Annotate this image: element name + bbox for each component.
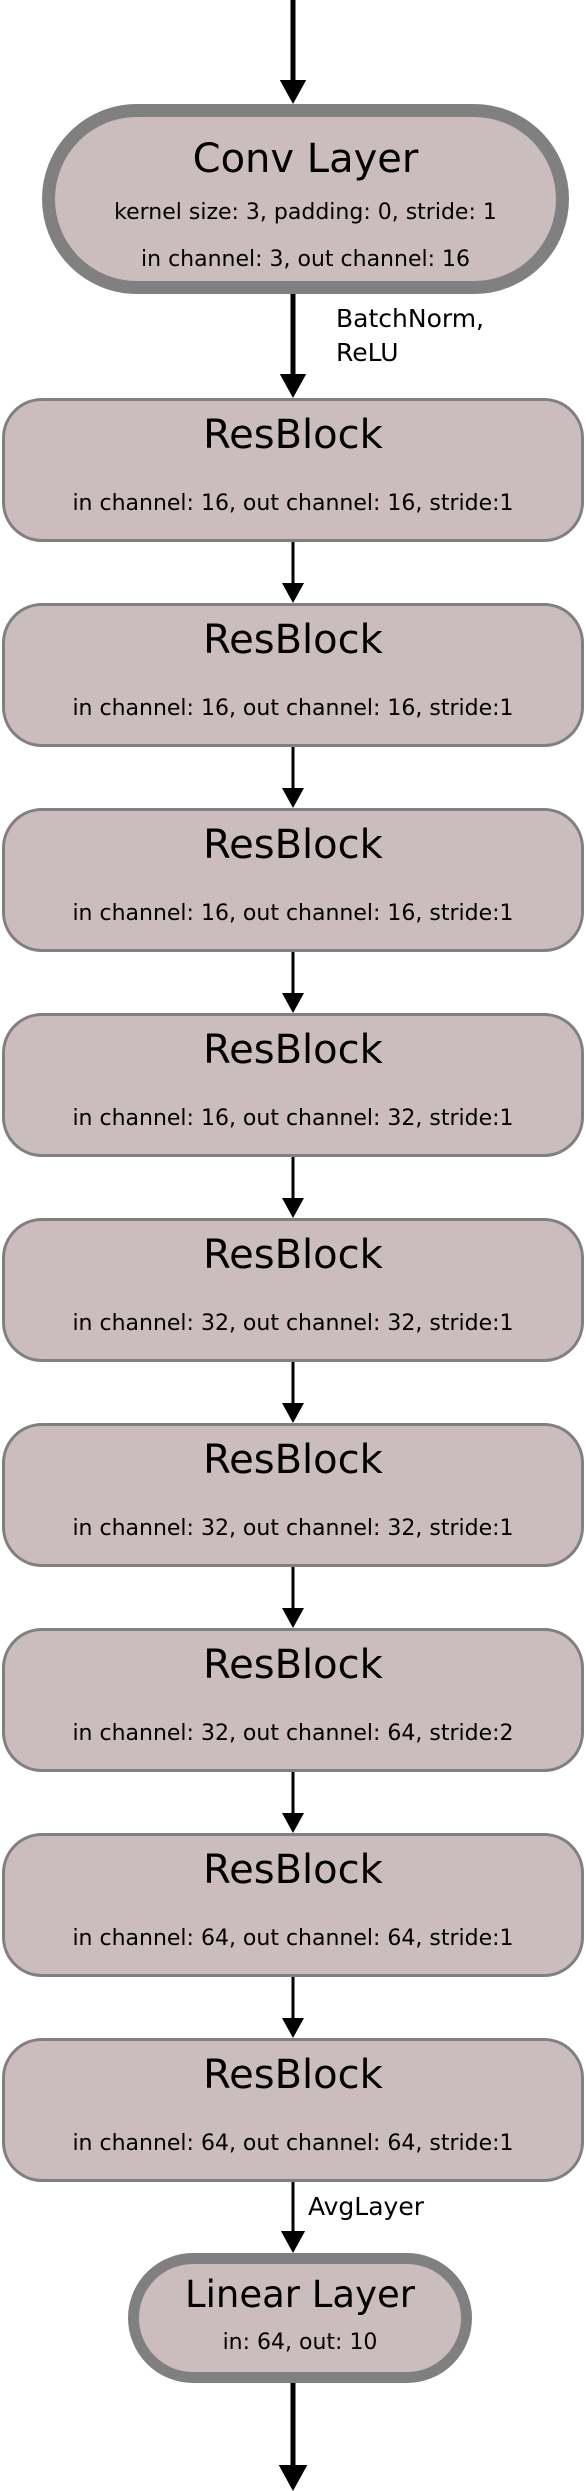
conv-layer-node: Conv Layer kernel size: 3, padding: 0, s…: [42, 104, 569, 294]
resblock-node-1: ResBlock in channel: 16, out channel: 16…: [2, 398, 584, 542]
resblock-node-2: ResBlock in channel: 16, out channel: 16…: [2, 603, 584, 747]
arrow-resblock-3-to-4-head: [282, 993, 304, 1013]
resblock-node-6: ResBlock in channel: 32, out channel: 32…: [2, 1423, 584, 1567]
resblock-node-8: ResBlock in channel: 64, out channel: 64…: [2, 1833, 584, 1977]
resblock-node-4: ResBlock in channel: 16, out channel: 32…: [2, 1013, 584, 1157]
resblock-detail: in channel: 16, out channel: 16, stride:…: [72, 696, 514, 721]
conv-layer-channel-detail: in channel: 3, out channel: 16: [141, 247, 470, 272]
resblock-detail: in channel: 16, out channel: 16, stride:…: [72, 901, 514, 926]
resblock-title: ResBlock: [203, 1027, 383, 1073]
resblock-detail: in channel: 16, out channel: 16, stride:…: [72, 491, 514, 516]
arrow-resblock-5-to-6-head: [282, 1403, 304, 1423]
arrow-into-conv-layer-head: [279, 80, 307, 104]
resblock-detail: in channel: 32, out channel: 64, stride:…: [72, 1721, 514, 1746]
conv-layer-title: Conv Layer: [192, 136, 419, 182]
resblock-detail: in channel: 16, out channel: 32, stride:…: [72, 1106, 514, 1131]
conv-layer-kernel-detail: kernel size: 3, padding: 0, stride: 1: [114, 200, 497, 225]
arrow-group: [278, 0, 308, 2491]
resblock-node-3: ResBlock in channel: 16, out channel: 16…: [2, 808, 584, 952]
linear-layer-node: Linear Layer in: 64, out: 10: [128, 2253, 472, 2383]
arrow-resblock-4-to-5-head: [282, 1198, 304, 1218]
arrow-out-of-linear-layer-head: [278, 2465, 308, 2491]
resblock-node-5: ResBlock in channel: 32, out channel: 32…: [2, 1218, 584, 1362]
resblock-node-9: ResBlock in channel: 64, out channel: 64…: [2, 2038, 584, 2182]
resblock-detail: in channel: 32, out channel: 32, stride:…: [72, 1516, 514, 1541]
resblock-title: ResBlock: [203, 1232, 383, 1278]
resblock-title: ResBlock: [203, 1642, 383, 1688]
resblock-title: ResBlock: [203, 822, 383, 868]
arrow-resblock-1-to-2-head: [282, 583, 304, 603]
resblock-title: ResBlock: [203, 1437, 383, 1483]
resblock-title: ResBlock: [203, 617, 383, 663]
resblock-node-7: ResBlock in channel: 32, out channel: 64…: [2, 1628, 584, 1772]
resblock-title: ResBlock: [203, 1847, 383, 1893]
edge-label-avglayer: AvgLayer: [308, 2192, 425, 2221]
arrow-resblock-7-to-8-head: [282, 1813, 304, 1833]
resblock-detail: in channel: 64, out channel: 64, stride:…: [72, 1926, 514, 1951]
arrow-resblock-8-to-9-head: [282, 2018, 304, 2038]
resblock-detail: in channel: 64, out channel: 64, stride:…: [72, 2131, 514, 2156]
arrow-resblock-2-to-3-head: [282, 788, 304, 808]
arrow-resblock-9-to-linear-head: [280, 2231, 306, 2253]
resblock-title: ResBlock: [203, 2052, 383, 2098]
resblock-title: ResBlock: [203, 412, 383, 458]
linear-layer-title: Linear Layer: [185, 2273, 415, 2316]
arrow-conv-to-resblock-1-head: [279, 374, 307, 398]
arrow-resblock-6-to-7-head: [282, 1608, 304, 1628]
edge-label-batchnorm-relu: BatchNorm, ReLU: [336, 304, 484, 367]
resblock-detail: in channel: 32, out channel: 32, stride:…: [72, 1311, 514, 1336]
linear-layer-detail: in: 64, out: 10: [222, 2330, 378, 2355]
